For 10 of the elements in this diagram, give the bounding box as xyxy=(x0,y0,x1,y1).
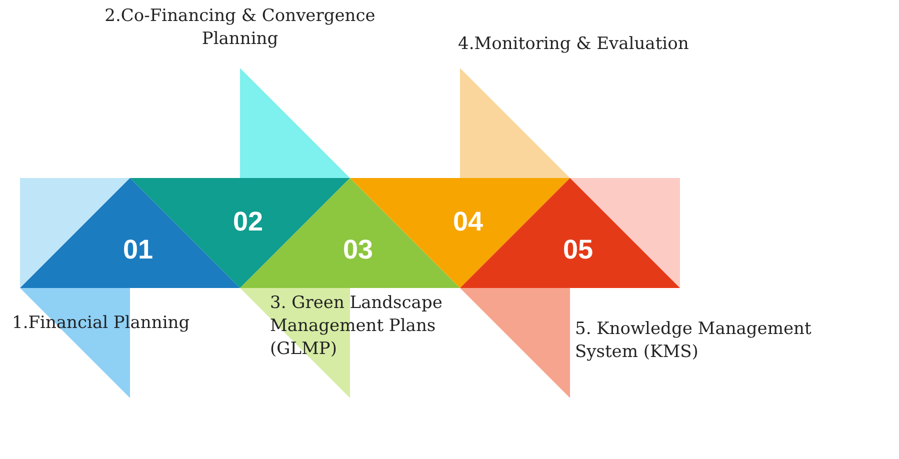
step-caption: 1.Financial Planning xyxy=(12,312,191,335)
step-caption: 4.Monitoring & Evaluation xyxy=(458,33,690,56)
step-caption: 5. Knowledge Management System (KMS) xyxy=(575,318,812,364)
step-number: 04 xyxy=(452,206,484,238)
step-caption: 2.Co-Financing & Convergence Planning xyxy=(104,5,376,51)
step-number: 01 xyxy=(122,234,154,266)
step-number: 03 xyxy=(342,234,374,266)
step-caption: 3. Green Landscape Management Plans (GLMP) xyxy=(270,292,444,361)
step-number: 02 xyxy=(232,206,264,238)
step-number: 05 xyxy=(562,234,594,266)
